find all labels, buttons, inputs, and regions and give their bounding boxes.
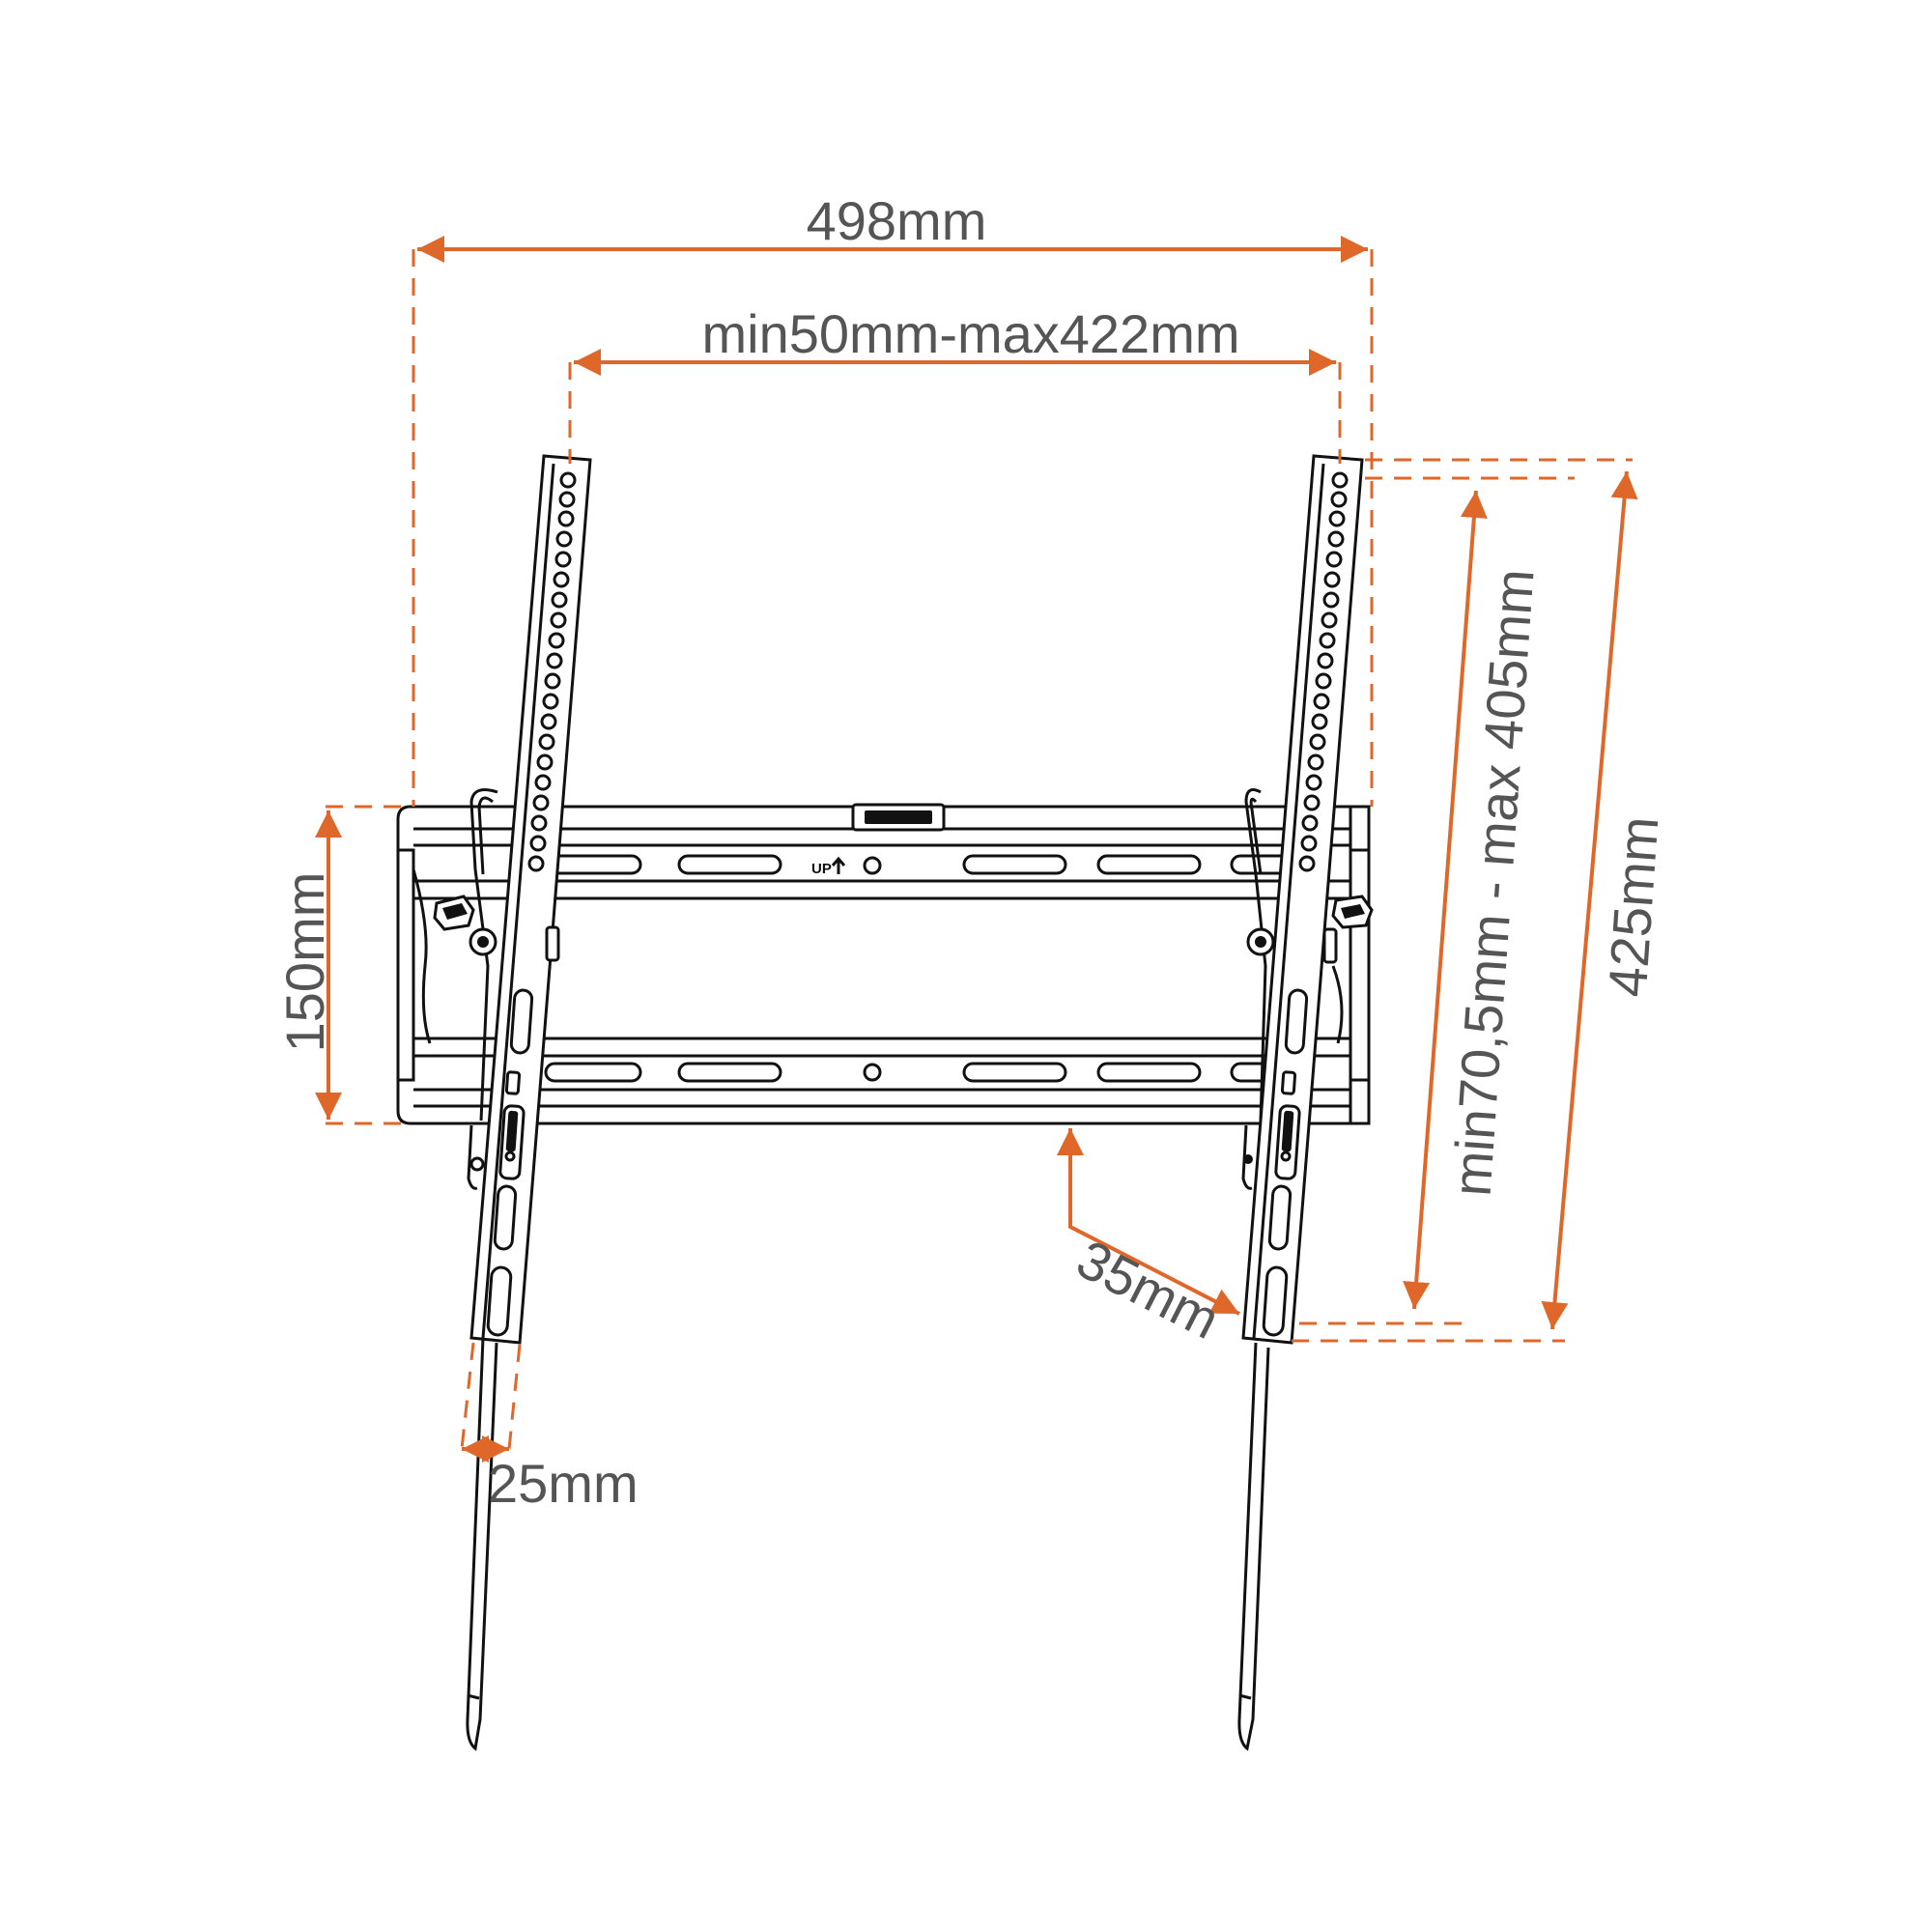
dimension-plate-height: 150mm [274,805,406,1125]
up-arrow-icon [831,856,846,874]
upper-rail: UP [413,803,1350,900]
vesa-height-label: min70,5mm - max 405mm [1440,567,1545,1198]
up-marking: UP [811,861,832,877]
right-arm-holes [1298,471,1349,872]
arm-width-label: 25mm [488,1453,639,1514]
plate-height-label: 150mm [274,872,335,1053]
dimension-arm-width: 25mm [460,1342,639,1514]
left-arm [466,454,592,1751]
dimension-overall-width: 498mm [412,190,1374,807]
vesa-width-label: min50mm-max422mm [702,303,1240,364]
wall-distance-label: 35mm [1067,1228,1229,1350]
dimension-overall-height: 425mm [1292,458,1670,1343]
overall-height-label: 425mm [1597,814,1670,999]
right-arm [1237,454,1364,1751]
left-arm-holes [527,471,577,872]
wall-plate: UP [396,803,1374,1125]
dimension-vesa-width: min50mm-max422mm [568,303,1342,464]
overall-width-label: 498mm [807,190,987,251]
dimension-wall-distance: 35mm [1057,1128,1240,1350]
left-tilt-knob [433,895,475,931]
lower-rail [413,1037,1350,1108]
right-tilt-knob [1331,895,1374,929]
